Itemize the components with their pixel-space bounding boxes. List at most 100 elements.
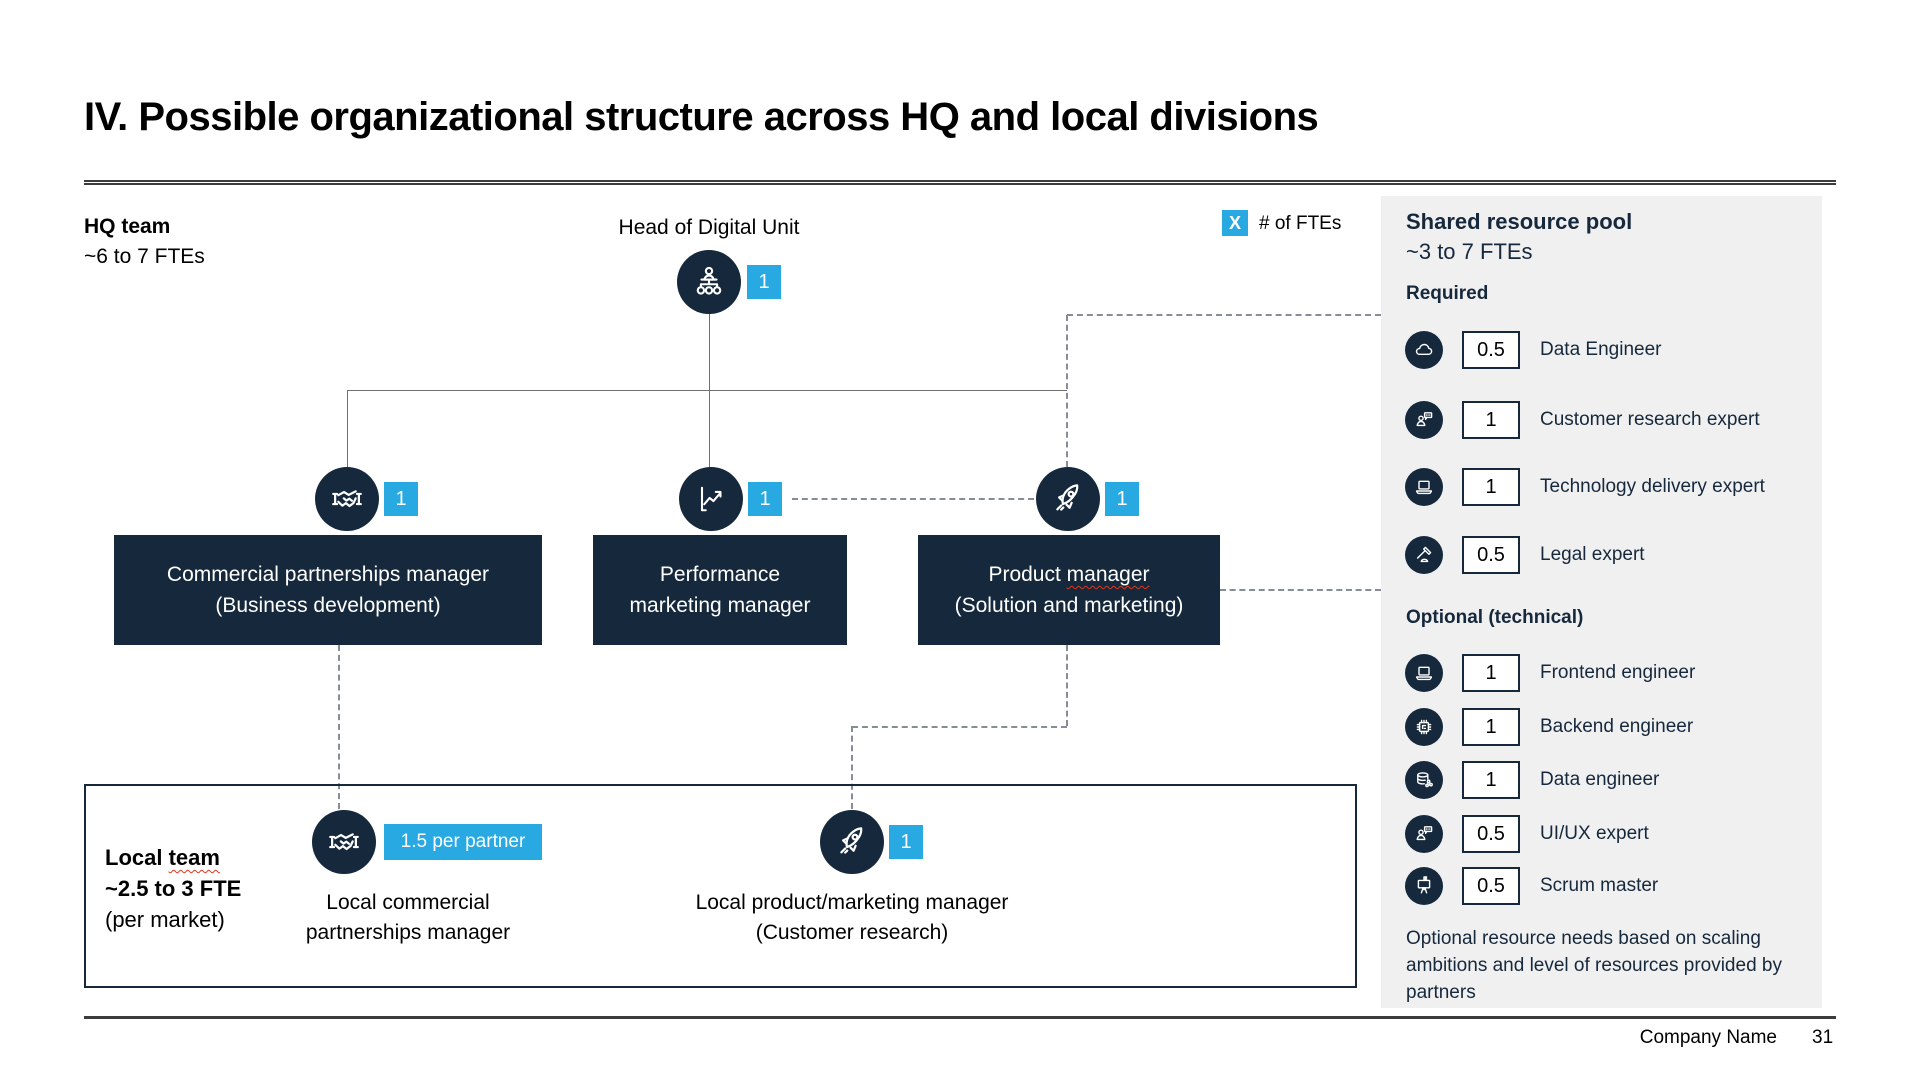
connector-dashed bbox=[1067, 314, 1381, 316]
fte-badge: 1.5 per partner bbox=[384, 824, 542, 860]
fte-count-box: 0.5 bbox=[1462, 536, 1520, 574]
pool-note: Optional resource needs based on scaling… bbox=[1406, 928, 1782, 1003]
rocket-icon bbox=[1049, 480, 1087, 518]
handshake-icon bbox=[328, 480, 366, 518]
fte-badge: 1 bbox=[747, 265, 781, 299]
resource-label: UI/UX expert bbox=[1540, 823, 1649, 844]
hq-team-title: HQ team bbox=[84, 215, 171, 238]
resource-label: Scrum master bbox=[1540, 875, 1659, 896]
manager-line1: Performance bbox=[659, 563, 781, 586]
connector-dashed bbox=[1220, 589, 1381, 591]
footer-company-name: Company Name bbox=[1639, 1027, 1777, 1048]
gavel-icon bbox=[1412, 543, 1436, 567]
fte-count-box: 1 bbox=[1462, 654, 1520, 692]
fte-count-box: 0.5 bbox=[1462, 867, 1520, 905]
legend-fte-box: X bbox=[1222, 210, 1248, 236]
pool-required-header: Required bbox=[1406, 283, 1489, 304]
manager-box-product: Product manager (Solution and marketing) bbox=[918, 535, 1220, 645]
hq-team-label: HQ team ~6 to 7 FTEs bbox=[84, 212, 205, 272]
fte-badge: 1 bbox=[384, 482, 418, 516]
resource-row: 1 Backend engineer bbox=[1405, 707, 1693, 747]
head-of-digital-unit-label: Head of Digital Unit bbox=[618, 216, 800, 239]
connector-dashed bbox=[851, 726, 853, 809]
commercial-partnerships-node bbox=[315, 467, 379, 531]
fte-count-box: 1 bbox=[1462, 468, 1520, 506]
head-of-digital-unit-node bbox=[677, 250, 741, 314]
member-line1: Local commercial bbox=[326, 891, 490, 914]
connector-line bbox=[709, 390, 710, 467]
product-manager-node bbox=[1036, 467, 1100, 531]
resource-node bbox=[1405, 708, 1443, 746]
performance-marketing-node bbox=[679, 467, 743, 531]
fte-count-box: 0.5 bbox=[1462, 815, 1520, 853]
database-icon bbox=[1412, 768, 1436, 792]
local-commercial-node bbox=[312, 810, 376, 874]
manager-line2: (Business development) bbox=[215, 594, 441, 617]
fte-count-box: 1 bbox=[1462, 761, 1520, 799]
resource-label: Technology delivery expert bbox=[1540, 476, 1765, 497]
resource-node bbox=[1405, 867, 1443, 905]
word-misspelled: manager bbox=[1066, 563, 1150, 586]
resource-row: 1 Frontend engineer bbox=[1405, 653, 1695, 693]
manager-line1: Product manager bbox=[988, 559, 1149, 590]
resource-label: Data engineer bbox=[1540, 769, 1660, 790]
resource-label: Customer research expert bbox=[1540, 409, 1760, 430]
connector-dashed bbox=[792, 498, 1034, 500]
resource-row: 0.5 UI/UX expert bbox=[1405, 814, 1649, 854]
title-rule bbox=[84, 180, 1836, 185]
pool-title: Shared resource pool bbox=[1406, 209, 1633, 234]
connector-line bbox=[347, 390, 348, 467]
local-team-box bbox=[84, 784, 1357, 988]
local-product-node bbox=[820, 810, 884, 874]
resource-node bbox=[1405, 536, 1443, 574]
member-line2: partnerships manager bbox=[305, 921, 511, 944]
local-product-label: Local product/marketing manager (Custome… bbox=[652, 888, 1052, 948]
resource-row: 0.5 Data Engineer bbox=[1405, 330, 1661, 370]
resource-node bbox=[1405, 331, 1443, 369]
laptop-icon bbox=[1412, 475, 1436, 499]
resource-node bbox=[1405, 761, 1443, 799]
local-team-title: Local team bbox=[105, 842, 241, 873]
scrum-board-icon bbox=[1412, 874, 1436, 898]
rocket-icon bbox=[833, 823, 871, 861]
hq-team-ftes: ~6 to 7 FTEs bbox=[84, 245, 205, 268]
connector-dashed bbox=[1066, 315, 1068, 467]
legend-label: # of FTEs bbox=[1259, 213, 1342, 234]
local-team-label: Local team ~2.5 to 3 FTE (per market) bbox=[105, 842, 241, 935]
resource-row: 1 Technology delivery expert bbox=[1405, 467, 1765, 507]
customer-chat-icon bbox=[1412, 408, 1436, 432]
resource-label: Data Engineer bbox=[1540, 339, 1662, 360]
laptop-icon bbox=[1412, 661, 1436, 685]
manager-box-commercial: Commercial partnerships manager (Busines… bbox=[114, 535, 542, 645]
local-team-ftes: ~2.5 to 3 FTE bbox=[105, 876, 242, 901]
footer-page-number: 31 bbox=[1812, 1027, 1834, 1048]
growth-chart-icon bbox=[693, 481, 729, 517]
footer-rule bbox=[84, 1016, 1836, 1019]
resource-row: 1 Data engineer bbox=[1405, 760, 1659, 800]
fte-badge: 1 bbox=[748, 482, 782, 516]
manager-box-performance: Performance marketing manager bbox=[593, 535, 847, 645]
page-title: IV. Possible organizational structure ac… bbox=[84, 95, 1319, 139]
resource-label: Frontend engineer bbox=[1540, 662, 1696, 683]
manager-line2: (Solution and marketing) bbox=[954, 594, 1184, 617]
customer-chat-icon bbox=[1412, 822, 1436, 846]
fte-count-box: 1 bbox=[1462, 708, 1520, 746]
connector-line bbox=[709, 314, 710, 390]
local-team-per-market: (per market) bbox=[105, 907, 225, 932]
fte-count-box: 1 bbox=[1462, 401, 1520, 439]
word: Product bbox=[988, 563, 1061, 586]
resource-label: Backend engineer bbox=[1540, 716, 1694, 737]
resource-row: 0.5 Scrum master bbox=[1405, 866, 1658, 906]
shared-resource-pool-panel bbox=[1381, 196, 1822, 1008]
resource-node bbox=[1405, 468, 1443, 506]
member-line1: Local product/marketing manager bbox=[695, 891, 1009, 914]
connector-dashed bbox=[852, 726, 1067, 728]
word: Local bbox=[105, 845, 163, 870]
manager-line1: Commercial partnerships manager bbox=[166, 563, 490, 586]
chip-icon bbox=[1412, 715, 1436, 739]
fte-badge: 1 bbox=[889, 825, 923, 859]
local-commercial-label: Local commercial partnerships manager bbox=[283, 888, 533, 948]
connector-dashed bbox=[1066, 645, 1068, 726]
fte-badge: 1 bbox=[1105, 482, 1139, 516]
